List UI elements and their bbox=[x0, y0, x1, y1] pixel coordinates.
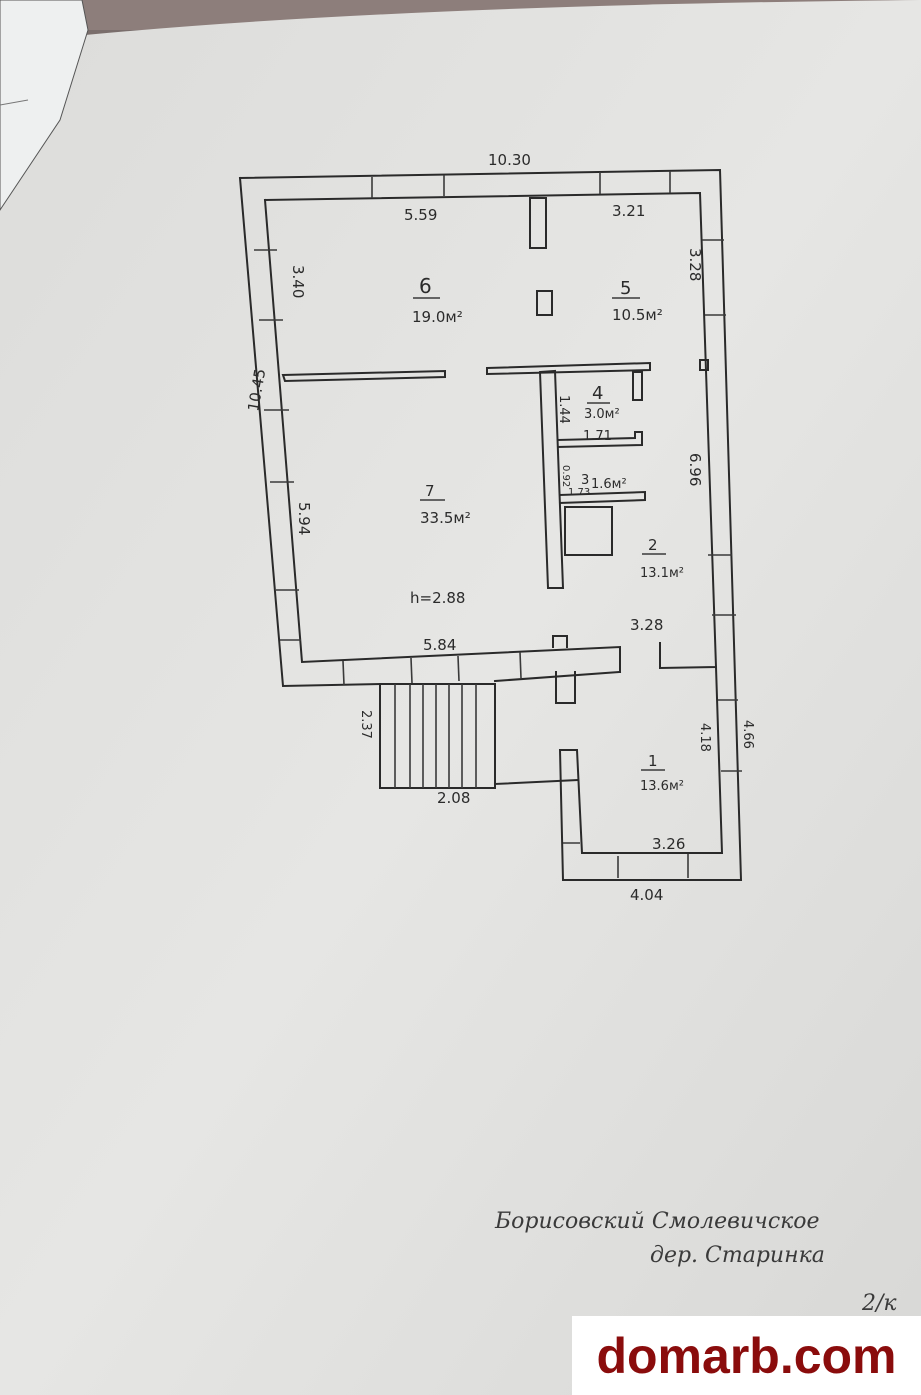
room-3-number: 3 bbox=[581, 473, 589, 488]
dim-room2-width: 3.28 bbox=[630, 616, 663, 634]
room-2-area: 13.1м² bbox=[640, 566, 684, 581]
stove bbox=[564, 506, 613, 556]
room-labels: 6 19.0м² 5 10.5м² 4 3.0м² 3 1.6м² 7 33.5… bbox=[412, 274, 684, 794]
room-1-number: 1 bbox=[648, 752, 658, 770]
dim-room1-outer-width: 4.04 bbox=[630, 886, 663, 904]
dim-room6-width: 5.59 bbox=[404, 206, 437, 224]
dimension-labels: 10.30 5.59 3.21 3.40 3.28 10.45 1.44 1.7… bbox=[244, 151, 755, 904]
room-2-number: 2 bbox=[648, 536, 658, 554]
dim-room4-width: 1.71 bbox=[583, 429, 612, 444]
document-rule bbox=[0, 99, 29, 106]
address-line-2: дер. Старинка bbox=[650, 1243, 825, 1268]
ceiling-height: h=2.88 bbox=[410, 589, 465, 607]
room-7-number: 7 bbox=[425, 482, 435, 500]
underlying-document-corner bbox=[0, 0, 89, 211]
room-4-number: 4 bbox=[592, 383, 603, 404]
dim-room1-outer-depth: 4.66 bbox=[740, 720, 755, 749]
handwritten-address: Борисовский Смолевичское дер. Старинка 2… bbox=[494, 1209, 897, 1316]
dim-room5-depth: 3.28 bbox=[686, 248, 704, 281]
chimney-square bbox=[536, 290, 553, 316]
room-4-area: 3.0м² bbox=[584, 407, 620, 422]
dim-room4-depth: 1.44 bbox=[556, 395, 571, 424]
dim-room1-inner-width: 3.26 bbox=[652, 835, 685, 853]
room-1-area: 13.6м² bbox=[640, 779, 684, 794]
address-line-1: Борисовский Смолевичское bbox=[494, 1209, 820, 1234]
sheet-mark: 2/к bbox=[861, 1291, 897, 1316]
dim-stairs-depth: 2.37 bbox=[358, 710, 373, 739]
dim-room7-width: 5.84 bbox=[423, 636, 456, 654]
dim-room2-depth: 6.96 bbox=[686, 453, 704, 486]
dim-room3-width: 1.73 bbox=[568, 487, 590, 498]
building-walls bbox=[238, 168, 743, 881]
staircase bbox=[379, 683, 496, 789]
dim-stairs-width: 2.08 bbox=[437, 789, 470, 807]
room-6-area: 19.0м² bbox=[412, 308, 463, 326]
chimney-pillar bbox=[529, 197, 547, 249]
room-5-number: 5 bbox=[620, 278, 631, 299]
dim-room5-width: 3.21 bbox=[612, 202, 645, 220]
watermark-logo: domarb.com bbox=[572, 1316, 921, 1395]
watermark-text: domarb.com bbox=[596, 1327, 897, 1384]
dim-room1-inner-depth: 4.18 bbox=[697, 723, 712, 752]
room-3-area: 1.6м² bbox=[591, 477, 627, 492]
dim-room6-depth: 3.40 bbox=[289, 265, 307, 298]
room-6-number: 6 bbox=[419, 274, 432, 298]
dim-room3-depth: 0.92 bbox=[560, 465, 571, 487]
dim-overall-width: 10.30 bbox=[488, 151, 531, 169]
room-7-area: 33.5м² bbox=[420, 509, 471, 527]
dim-room7-depth: 5.94 bbox=[295, 502, 313, 535]
room-5-area: 10.5м² bbox=[612, 306, 663, 324]
